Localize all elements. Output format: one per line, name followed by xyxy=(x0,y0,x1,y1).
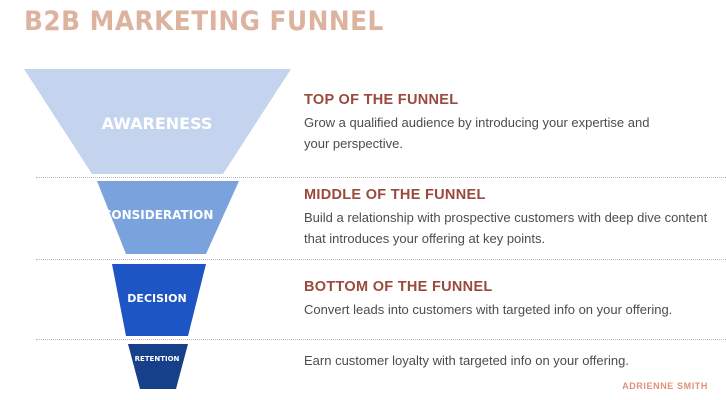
funnel-stage-consideration xyxy=(97,181,239,254)
funnel-stage-decision xyxy=(112,264,206,336)
section-heading: MIDDLE OF THE FUNNEL xyxy=(304,187,486,203)
divider-3 xyxy=(36,339,726,340)
section-top-of-funnel: TOP OF THE FUNNEL Grow a qualified audie… xyxy=(304,92,719,154)
funnel-stage-retention-label: RETENTION xyxy=(135,355,180,363)
section-description: Convert leads into customers with target… xyxy=(304,302,673,317)
funnel-stage-awareness xyxy=(24,69,291,174)
section-description: Earn customer loyalty with targeted info… xyxy=(304,353,629,368)
divider-1 xyxy=(36,177,726,178)
section-middle-of-funnel: MIDDLE OF THE FUNNEL Build a relationshi… xyxy=(304,187,719,249)
funnel-stage-consideration-label: CONSIDERATION xyxy=(103,208,214,222)
section-bottom-of-funnel: BOTTOM OF THE FUNNEL Convert leads into … xyxy=(304,279,719,320)
section-description: Grow a qualified audience by introducing… xyxy=(304,115,650,151)
funnel-stage-retention xyxy=(128,344,188,389)
section-description: Build a relationship with prospective cu… xyxy=(304,210,708,246)
page-title: B2B MARKETING FUNNEL xyxy=(24,6,384,37)
divider-2 xyxy=(36,259,726,260)
section-heading: TOP OF THE FUNNEL xyxy=(304,92,459,108)
section-heading: BOTTOM OF THE FUNNEL xyxy=(304,279,493,295)
funnel-diagram: AWARENESS CONSIDERATION DECISION RETENTI… xyxy=(24,69,291,389)
funnel-stage-decision-label: DECISION xyxy=(127,292,186,305)
funnel-stage-awareness-label: AWARENESS xyxy=(102,114,213,133)
author-credit: ADRIENNE SMITH xyxy=(622,381,708,391)
section-retention: Earn customer loyalty with targeted info… xyxy=(304,350,719,371)
